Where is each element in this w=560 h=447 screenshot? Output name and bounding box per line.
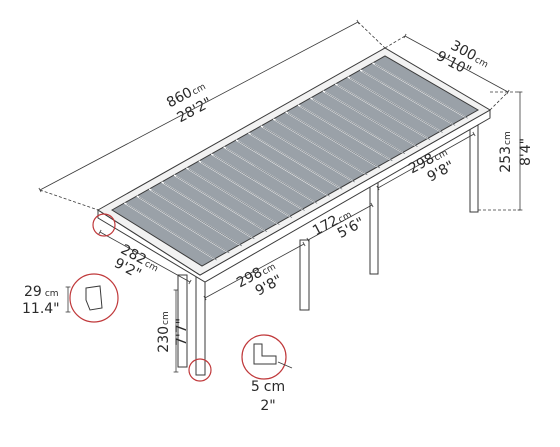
span-front-left-label: 282cm 9'2" [111, 242, 159, 283]
roof-slat-line [151, 189, 242, 247]
post-back-middle [369, 181, 379, 275]
svg-text:8'4": 8'4" [518, 138, 534, 166]
svg-text:5cm: 5cm [251, 379, 285, 395]
svg-text:253cm: 253cm [498, 131, 514, 172]
roof-slat-line [362, 70, 456, 126]
downpipe-detail-circle [241, 334, 287, 380]
post-front-middle-2 [299, 239, 310, 311]
dimension-lines [38, 19, 523, 373]
post-base-detail-circle [188, 358, 212, 382]
length-dim-line [38, 19, 360, 193]
span-front-left-line [98, 229, 192, 285]
length-ext-right [357, 21, 386, 49]
height-label: 253cm 8'4" [498, 131, 534, 172]
length-label: 860cm 28'2" [164, 82, 215, 126]
svg-text:2": 2" [260, 398, 275, 414]
svg-text:230cm: 230cm [156, 311, 172, 352]
span-front-mid-label: 298cm 9'8" [234, 262, 285, 299]
detail-callouts [69, 213, 287, 382]
width-ext-left [384, 35, 406, 49]
dimension-labels: 860cm 28'2" 300cm 9'10" 253cm 8'4" 282cm… [22, 38, 534, 414]
span-front-mid-line [203, 241, 306, 301]
corner-detail-circle [92, 213, 116, 237]
width-dim-line [403, 33, 510, 95]
downpipe-leader [277, 361, 293, 369]
span-back-right-line [376, 131, 476, 191]
width-ext-right [489, 91, 509, 111]
span-middle-line [306, 202, 374, 243]
svg-text:7'7": 7'7" [174, 318, 190, 346]
roof-slat-line [163, 182, 255, 240]
roof-slat-line [349, 77, 443, 133]
post-height-label: 230cm 7'7" [156, 311, 190, 352]
gutter-profile-circle [69, 273, 119, 323]
span-back-right-label: 298cm 9'8" [406, 148, 457, 185]
length-ext-left [39, 189, 99, 211]
width-label: 300cm 9'10" [433, 38, 489, 80]
gutter-profile-icon [85, 285, 103, 311]
downpipe-elbow-icon [253, 343, 277, 365]
svg-text:11.4": 11.4" [22, 301, 60, 317]
